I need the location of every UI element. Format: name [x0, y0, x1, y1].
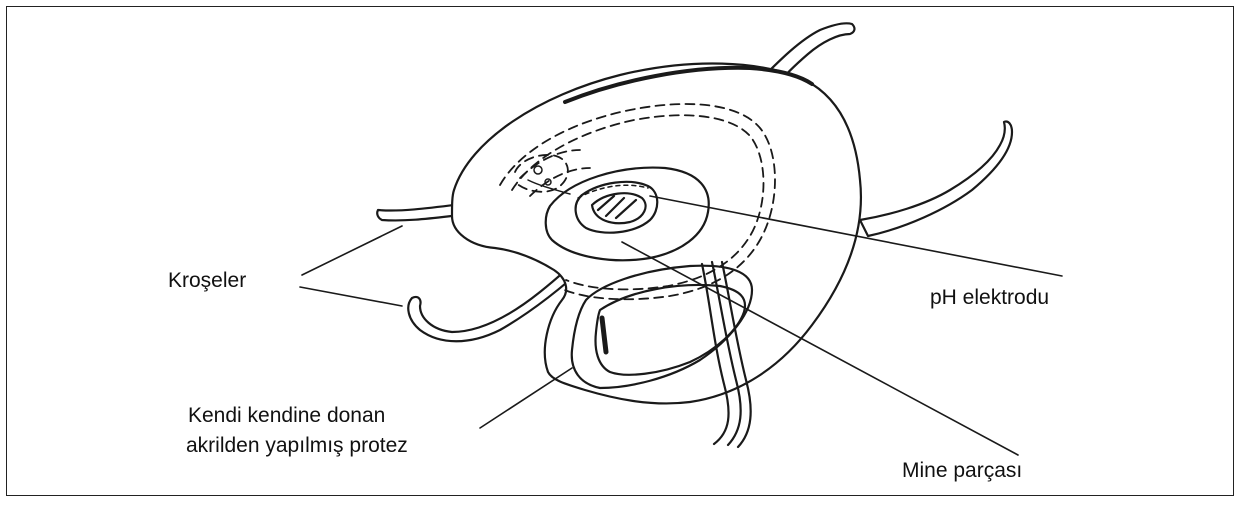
label-prosthesis-line1: Kendi kendine donan	[188, 401, 385, 430]
label-prosthesis-line2: akrilden yapılmış protez	[186, 431, 408, 460]
label-enamel: Mine parçası	[902, 456, 1022, 485]
label-clasps: Kroşeler	[168, 266, 246, 295]
label-ph-electrode: pH elektrodu	[930, 283, 1049, 312]
